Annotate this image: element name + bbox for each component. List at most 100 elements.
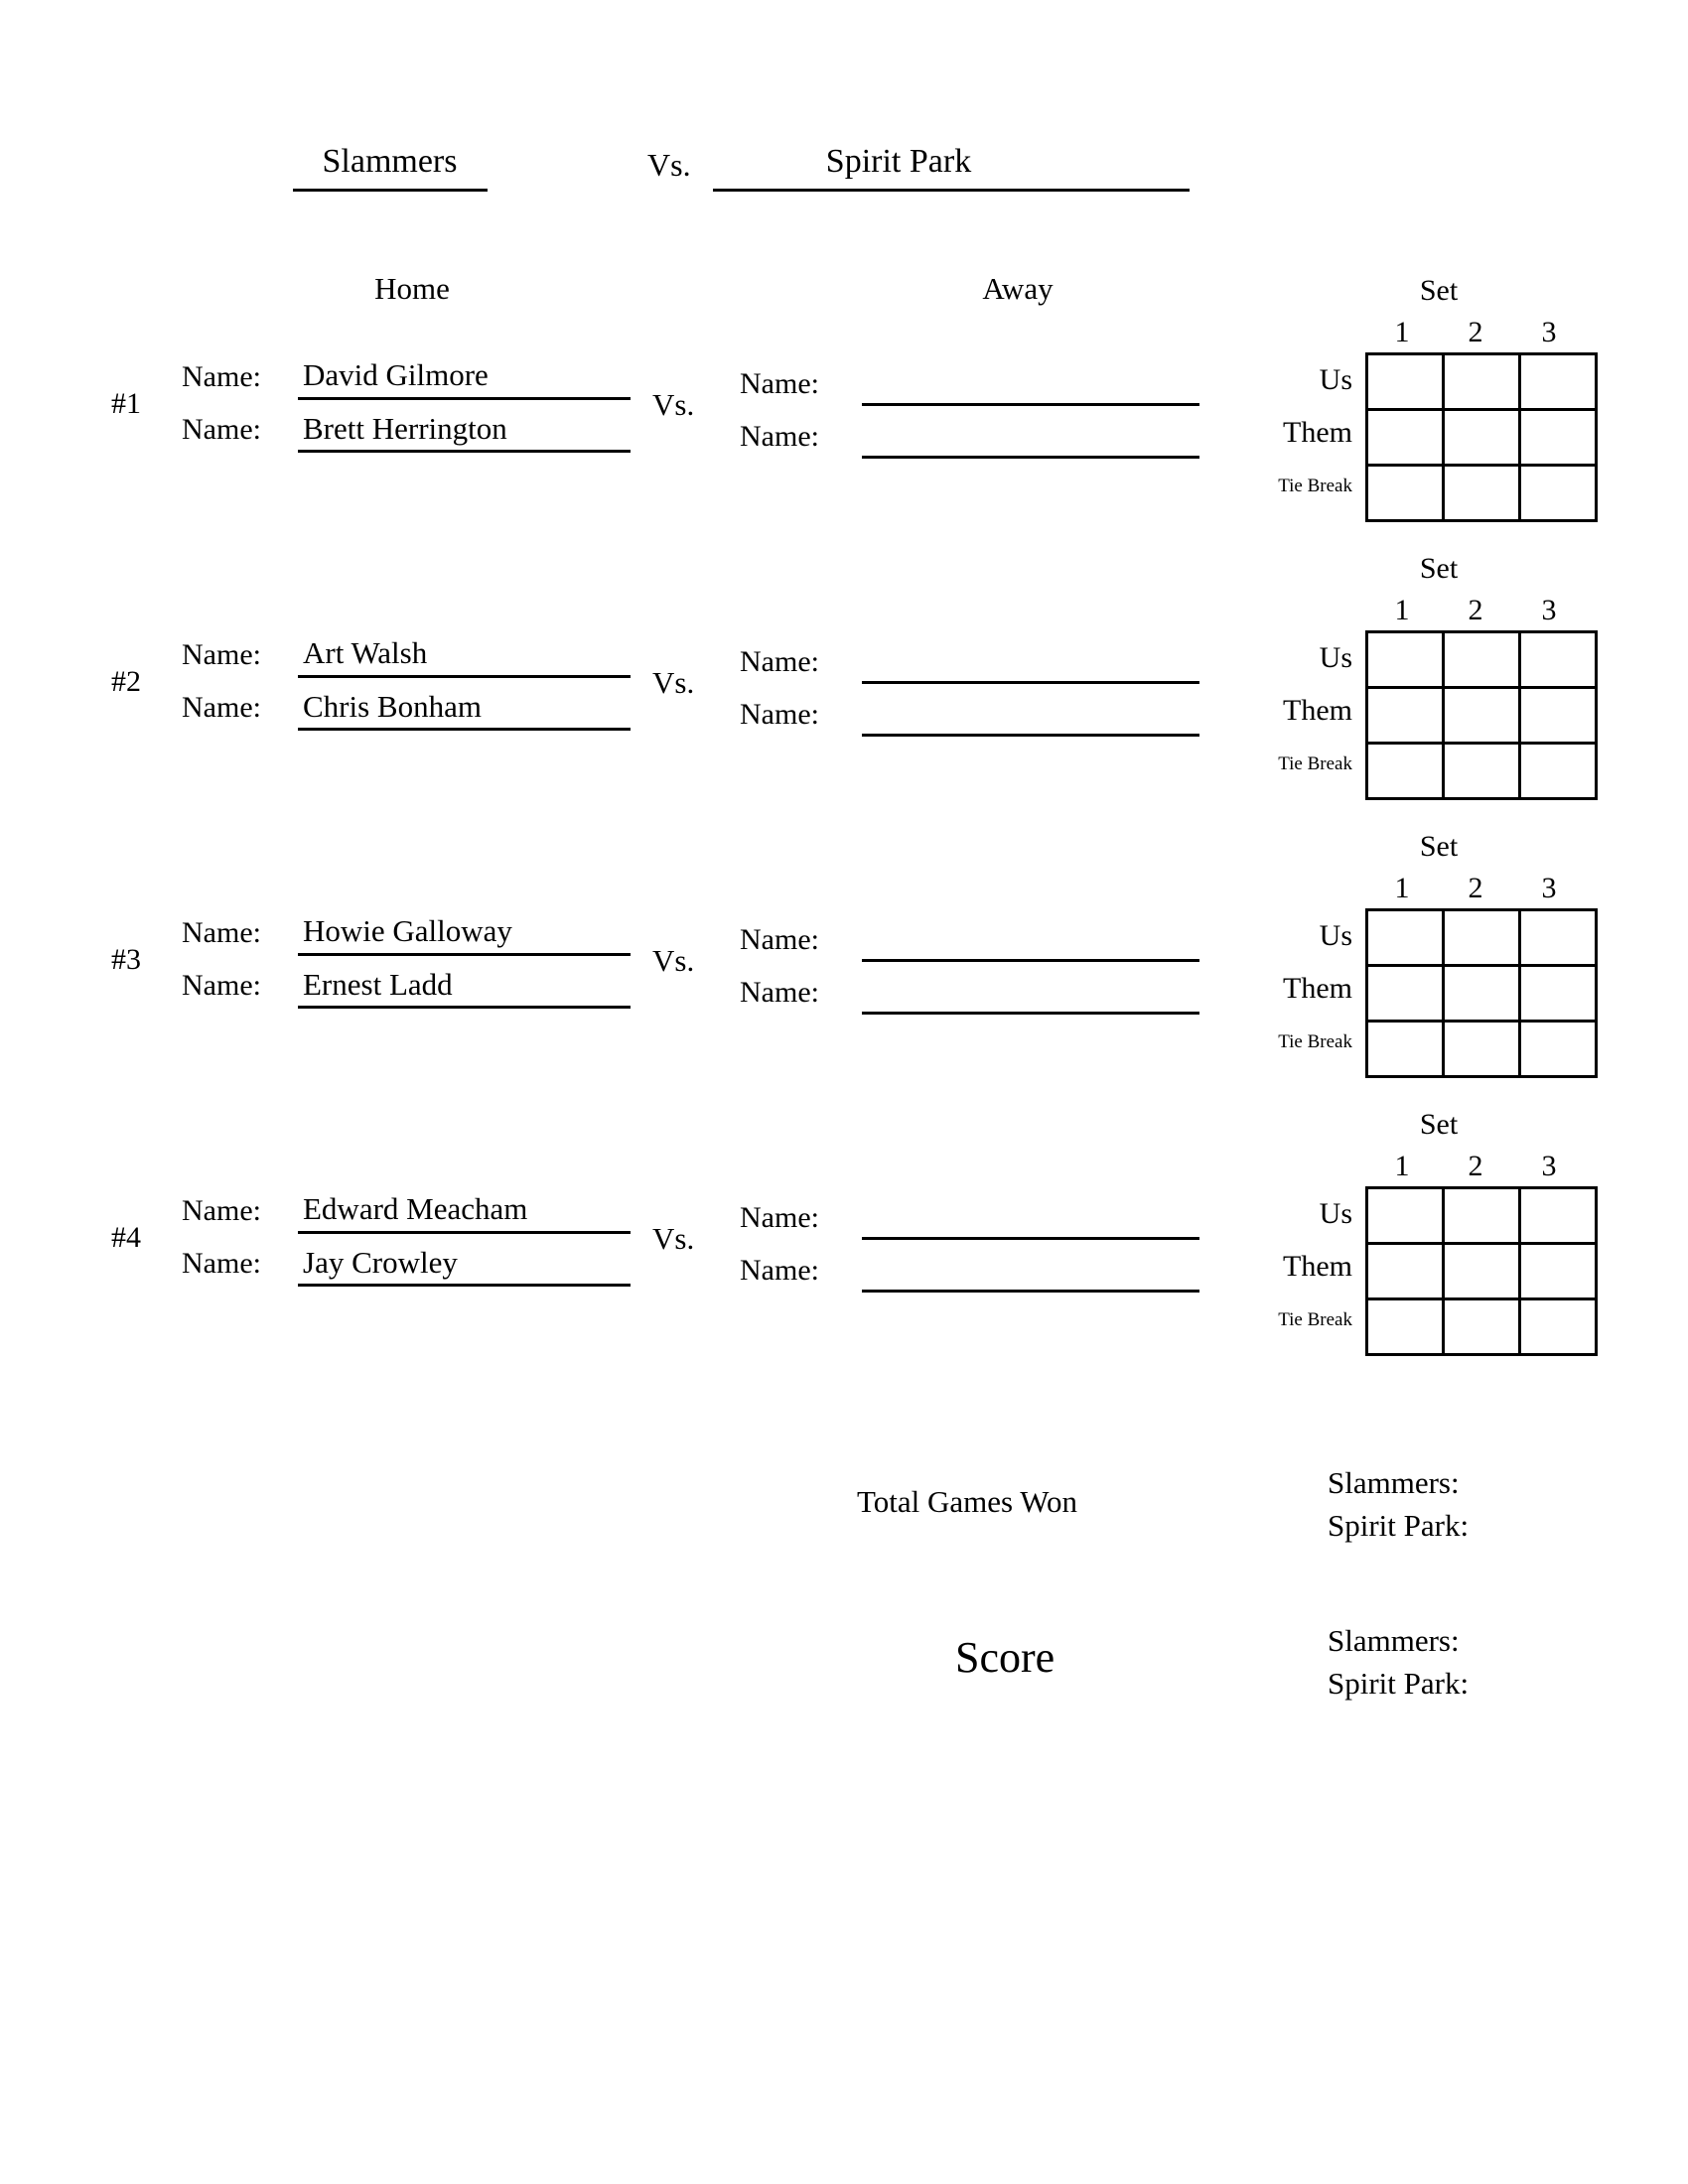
match-1-home-player-2[interactable]: Brett Herrington bbox=[303, 411, 507, 446]
match-4-row-label-us: Us bbox=[1319, 1197, 1352, 1230]
match-2-versus-label: Vs. bbox=[652, 665, 695, 700]
match-1-home-name-label-1: Name: bbox=[182, 360, 261, 393]
match-3-score-row-them bbox=[1365, 964, 1598, 1023]
match-3-cell-them-set2[interactable] bbox=[1442, 964, 1521, 1023]
match-2-cell-us-set2[interactable] bbox=[1442, 630, 1521, 689]
match-1-cell-tiebreak-set3[interactable] bbox=[1518, 464, 1598, 522]
match-1-home-name-label-2: Name: bbox=[182, 413, 261, 446]
match-3-set-title: Set bbox=[1419, 830, 1459, 863]
match-4-cell-us-set3[interactable] bbox=[1518, 1186, 1598, 1245]
match-1-score-row-them bbox=[1365, 408, 1598, 467]
match-4-cell-tiebreak-set1[interactable] bbox=[1365, 1297, 1445, 1356]
header-home-team-rule bbox=[293, 189, 488, 192]
match-4-score-grid[interactable] bbox=[1365, 1186, 1598, 1356]
match-1-cell-them-set2[interactable] bbox=[1442, 408, 1521, 467]
match-4-cell-us-set2[interactable] bbox=[1442, 1186, 1521, 1245]
match-4-cell-them-set2[interactable] bbox=[1442, 1242, 1521, 1300]
match-3-cell-them-set1[interactable] bbox=[1365, 964, 1445, 1023]
match-2-cell-tiebreak-set1[interactable] bbox=[1365, 742, 1445, 800]
match-index-4: #4 bbox=[111, 1221, 141, 1254]
match-1-away-name-label-1: Name: bbox=[740, 367, 819, 400]
match-4-set-number-2: 2 bbox=[1468, 1150, 1483, 1182]
match-1-set-number-3: 3 bbox=[1541, 316, 1557, 348]
total-games-home-team-label: Slammers: bbox=[1328, 1465, 1460, 1500]
match-4-home-rule-2 bbox=[298, 1284, 631, 1287]
match-1-away-rule-2 bbox=[862, 456, 1199, 459]
match-4-row-label-them: Them bbox=[1283, 1250, 1352, 1283]
match-3-score-row-tie-break bbox=[1365, 1020, 1598, 1078]
match-1-set-number-1: 1 bbox=[1394, 316, 1410, 348]
match-2-home-player-2[interactable]: Chris Bonham bbox=[303, 689, 482, 724]
match-4-score-row-them bbox=[1365, 1242, 1598, 1300]
match-3-home-name-label-1: Name: bbox=[182, 916, 261, 949]
match-1-row-label-tie-break: Tie Break bbox=[1278, 476, 1352, 496]
match-4-row-label-tie-break: Tie Break bbox=[1278, 1309, 1352, 1330]
match-4-cell-tiebreak-set3[interactable] bbox=[1518, 1297, 1598, 1356]
match-4-home-player-2[interactable]: Jay Crowley bbox=[303, 1245, 458, 1280]
match-2-away-name-label-2: Name: bbox=[740, 698, 819, 731]
match-4-cell-us-set1[interactable] bbox=[1365, 1186, 1445, 1245]
match-2-score-grid[interactable] bbox=[1365, 630, 1598, 800]
match-3-cell-them-set3[interactable] bbox=[1518, 964, 1598, 1023]
match-1-score-row-tie-break bbox=[1365, 464, 1598, 522]
header-away-team-rule bbox=[713, 189, 1190, 192]
match-2-set-number-2: 2 bbox=[1468, 594, 1483, 626]
match-index-3: #3 bbox=[111, 943, 141, 976]
match-2-home-rule-1 bbox=[298, 675, 631, 678]
match-4-home-player-1[interactable]: Edward Meacham bbox=[303, 1191, 528, 1226]
match-3-versus-label: Vs. bbox=[652, 943, 695, 978]
match-3-cell-us-set1[interactable] bbox=[1365, 908, 1445, 967]
match-2-cell-us-set1[interactable] bbox=[1365, 630, 1445, 689]
match-1-cell-tiebreak-set2[interactable] bbox=[1442, 464, 1521, 522]
match-2-set-title: Set bbox=[1419, 552, 1459, 585]
match-3-home-player-1[interactable]: Howie Galloway bbox=[303, 913, 512, 948]
match-2-cell-them-set1[interactable] bbox=[1365, 686, 1445, 745]
match-4-cell-them-set3[interactable] bbox=[1518, 1242, 1598, 1300]
match-3-cell-us-set3[interactable] bbox=[1518, 908, 1598, 967]
match-1-row-label-us: Us bbox=[1319, 363, 1352, 396]
match-2-score-row-us bbox=[1365, 630, 1598, 689]
match-1-cell-tiebreak-set1[interactable] bbox=[1365, 464, 1445, 522]
match-4-cell-tiebreak-set2[interactable] bbox=[1442, 1297, 1521, 1356]
match-3-set-number-1: 1 bbox=[1394, 872, 1410, 904]
match-2-cell-us-set3[interactable] bbox=[1518, 630, 1598, 689]
match-3-cell-tiebreak-set1[interactable] bbox=[1365, 1020, 1445, 1078]
match-2-cell-them-set3[interactable] bbox=[1518, 686, 1598, 745]
match-2-cell-them-set2[interactable] bbox=[1442, 686, 1521, 745]
match-4-cell-them-set1[interactable] bbox=[1365, 1242, 1445, 1300]
match-2-cell-tiebreak-set2[interactable] bbox=[1442, 742, 1521, 800]
match-1-cell-them-set1[interactable] bbox=[1365, 408, 1445, 467]
match-2-away-rule-2 bbox=[862, 734, 1199, 737]
header-away-team[interactable]: Spirit Park bbox=[825, 143, 972, 180]
match-3-cell-tiebreak-set3[interactable] bbox=[1518, 1020, 1598, 1078]
match-3-home-player-2[interactable]: Ernest Ladd bbox=[303, 967, 453, 1002]
match-1-cell-us-set3[interactable] bbox=[1518, 352, 1598, 411]
match-1-cell-them-set3[interactable] bbox=[1518, 408, 1598, 467]
match-2-score-row-tie-break bbox=[1365, 742, 1598, 800]
match-4-set-title: Set bbox=[1419, 1108, 1459, 1141]
match-3-away-name-label-2: Name: bbox=[740, 976, 819, 1009]
match-2-home-player-1[interactable]: Art Walsh bbox=[303, 635, 428, 670]
match-1-home-rule-2 bbox=[298, 450, 631, 453]
match-1-home-player-1[interactable]: David Gilmore bbox=[303, 357, 489, 392]
match-3-away-rule-2 bbox=[862, 1012, 1199, 1015]
match-3-row-label-them: Them bbox=[1283, 972, 1352, 1005]
match-1-set-title: Set bbox=[1419, 274, 1459, 307]
match-1-cell-us-set1[interactable] bbox=[1365, 352, 1445, 411]
match-3-away-rule-1 bbox=[862, 959, 1199, 962]
match-3-home-rule-2 bbox=[298, 1006, 631, 1009]
match-1-score-grid[interactable] bbox=[1365, 352, 1598, 522]
match-3-cell-us-set2[interactable] bbox=[1442, 908, 1521, 967]
match-2-away-rule-1 bbox=[862, 681, 1199, 684]
match-2-cell-tiebreak-set3[interactable] bbox=[1518, 742, 1598, 800]
header-home-team[interactable]: Slammers bbox=[322, 143, 458, 180]
match-1-away-name-label-2: Name: bbox=[740, 420, 819, 453]
match-2-row-label-us: Us bbox=[1319, 641, 1352, 674]
match-1-away-rule-1 bbox=[862, 403, 1199, 406]
match-3-score-grid[interactable] bbox=[1365, 908, 1598, 1078]
match-2-set-number-3: 3 bbox=[1541, 594, 1557, 626]
match-1-cell-us-set2[interactable] bbox=[1442, 352, 1521, 411]
home-column-caption: Home bbox=[374, 271, 450, 306]
match-3-cell-tiebreak-set2[interactable] bbox=[1442, 1020, 1521, 1078]
